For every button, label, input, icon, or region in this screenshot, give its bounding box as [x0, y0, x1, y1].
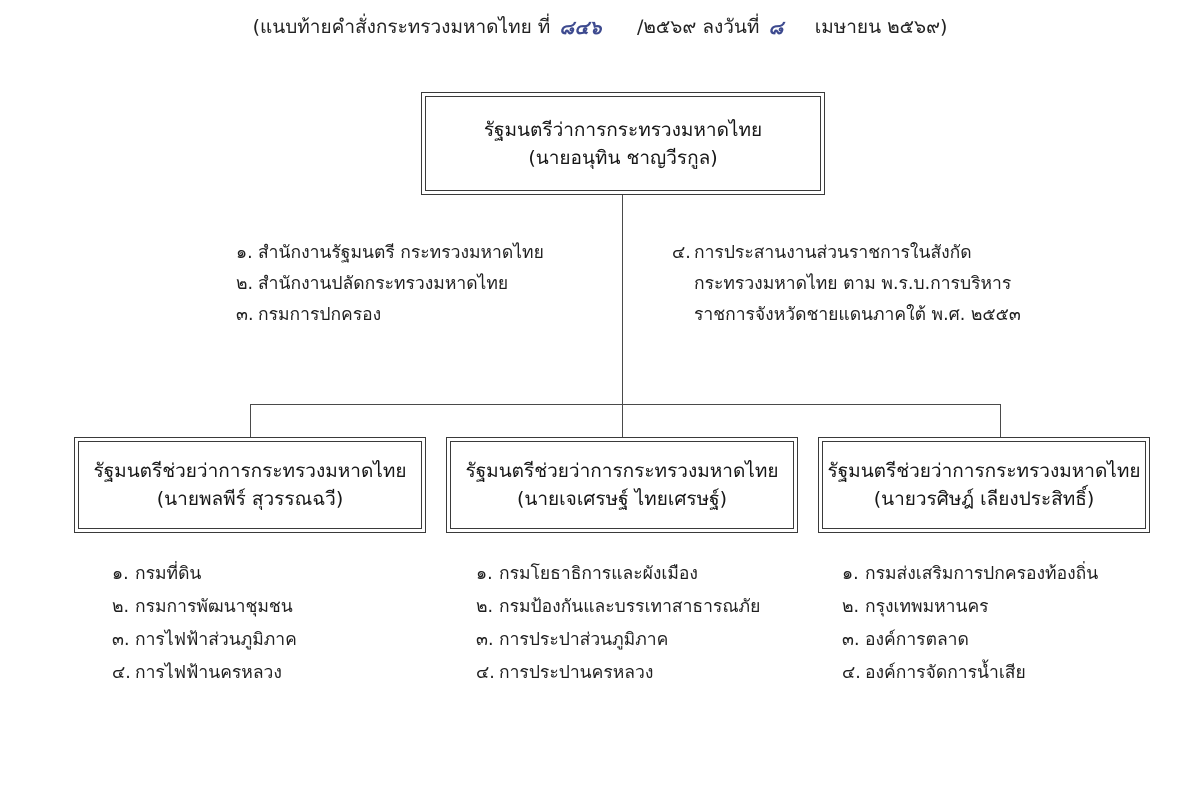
list-item-label: การไฟฟ้านครหลวง: [135, 663, 282, 683]
deputy-3-person: (นายวรศิษฎ์ เลียงประสิทธิ์): [873, 488, 1095, 510]
header-year: ๒๕๖๙): [887, 16, 948, 38]
list-item-label: กรมการปกครอง: [258, 305, 382, 325]
header-prefix: (แนบท้ายคำสั่งกระทรวงมหาดไทย ที่: [252, 16, 551, 38]
list-item-number: ๓.: [842, 630, 860, 650]
deputy-minister-node-3: รัฐมนตรีช่วยว่าการกระทรวงมหาดไทย (นายวรศ…: [818, 437, 1150, 533]
connector-minister-trunk: [622, 195, 623, 405]
list-item-number: ๓.: [236, 305, 254, 325]
list-item-number: ๒.: [112, 597, 130, 617]
connector-drop-deputy-2: [622, 404, 623, 438]
list-item-number: ๑.: [842, 564, 859, 584]
document-header: (แนบท้ายคำสั่งกระทรวงมหาดไทย ที่ ๘๔๖ /๒๕…: [0, 14, 1200, 40]
list-item: ๔.การประสานงานส่วนราชการในสังกัด: [672, 238, 1021, 269]
list-item-label: องค์การจัดการน้ำเสีย: [865, 663, 1026, 683]
department-list-deputy-2: ๑. กรมโยธาธิการและผังเมือง ๒.กรมป้องกันแล…: [476, 558, 760, 690]
deputy-1-person: (นายพลพีร์ สุวรรณฉวี): [156, 488, 344, 510]
deputy-minister-node-2: รัฐมนตรีช่วยว่าการกระทรวงมหาดไทย (นายเจเ…: [446, 437, 798, 533]
list-item-label: กรมส่งเสริมการปกครองท้องถิ่น: [865, 564, 1099, 584]
list-item-label: สำนักงานปลัดกระทรวงมหาดไทย: [258, 274, 509, 294]
list-item-label: สำนักงานรัฐมนตรี กระทรวงมหาดไทย: [258, 243, 544, 263]
list-item: ๑. กรมส่งเสริมการปกครองท้องถิ่น: [842, 558, 1098, 591]
connector-drop-deputy-1: [250, 404, 251, 438]
list-item-number: ๔.: [842, 663, 861, 683]
list-item: ๓.องค์การตลาด: [842, 624, 1098, 657]
list-item-label: กรุงเทพมหานคร: [865, 597, 989, 617]
list-item-label: กรมโยธาธิการและผังเมือง: [499, 564, 698, 584]
list-item-number: ๒.: [476, 597, 494, 617]
department-list-deputy-1: ๑. กรมที่ดิน ๒.กรมการพัฒนาชุมชน ๓.การไฟฟ้…: [112, 558, 297, 690]
header-year-separator: /๒๕๖๙: [637, 16, 697, 38]
list-item-continuation: กระทรวงมหาดไทย ตาม พ.ร.บ.การบริหาร: [694, 274, 1012, 294]
list-item-number: ๒.: [842, 597, 860, 617]
connector-drop-deputy-3: [1000, 404, 1001, 438]
list-item-label: การประปานครหลวง: [499, 663, 654, 683]
list-item-number: ๒.: [236, 274, 254, 294]
list-item-number: ๑.: [476, 564, 493, 584]
deputy-2-title: รัฐมนตรีช่วยว่าการกระทรวงมหาดไทย: [465, 460, 779, 482]
list-item-label: กรมป้องกันและบรรเทาสาธารณภัย: [499, 597, 761, 617]
list-item: ๔.การประปานครหลวง: [476, 657, 760, 690]
list-item: ๔.องค์การจัดการน้ำเสีย: [842, 657, 1098, 690]
list-item-number: ๑.: [236, 243, 253, 263]
deputy-3-title: รัฐมนตรีช่วยว่าการกระทรวงมหาดไทย: [827, 460, 1141, 482]
list-item-label: กรมที่ดิน: [135, 564, 202, 584]
connector-horizontal-bus: [250, 404, 1001, 405]
list-item-number: ๔.: [672, 243, 691, 263]
list-item: ๓.การไฟฟ้าส่วนภูมิภาค: [112, 624, 297, 657]
header-date-label: ลงวันที่: [702, 16, 760, 38]
list-item-number: ๓.: [476, 630, 494, 650]
order-number-handwritten: ๘๔๖: [559, 17, 602, 39]
department-list-deputy-3: ๑. กรมส่งเสริมการปกครองท้องถิ่น ๒.กรุงเทพ…: [842, 558, 1098, 690]
minister-person: (นายอนุทิน ชาญวีรกูล): [528, 146, 718, 169]
list-item: ๔.การไฟฟ้านครหลวง: [112, 657, 297, 690]
list-item-label: การประปาส่วนภูมิภาค: [499, 630, 669, 650]
minister-node: รัฐมนตรีว่าการกระทรวงมหาดไทย (นายอนุทิน …: [421, 92, 825, 195]
list-item-number: ๔.: [476, 663, 495, 683]
day-handwritten: ๘: [768, 17, 784, 39]
header-month: เมษายน: [814, 16, 882, 38]
list-item: ๒.กรุงเทพมหานคร: [842, 591, 1098, 624]
list-item: ๒.กรมป้องกันและบรรเทาสาธารณภัย: [476, 591, 760, 624]
minister-title: รัฐมนตรีว่าการกระทรวงมหาดไทย: [483, 118, 763, 141]
list-item: ๑. กรมที่ดิน: [112, 558, 297, 591]
deputy-minister-node-1: รัฐมนตรีช่วยว่าการกระทรวงมหาดไทย (นายพลพ…: [74, 437, 426, 533]
minister-responsibilities-right: ๔.การประสานงานส่วนราชการในสังกัด กระทรวง…: [672, 238, 1021, 331]
deputy-2-person: (นายเจเศรษฐ์ ไทยเศรษฐ์): [516, 488, 728, 510]
list-item-number: ๓.: [112, 630, 130, 650]
list-item: ๒.กรมการพัฒนาชุมชน: [112, 591, 297, 624]
list-item-label: กรมการพัฒนาชุมชน: [135, 597, 293, 617]
list-item-number: ๑.: [112, 564, 129, 584]
list-item-label: องค์การตลาด: [865, 630, 969, 650]
list-item: ๑. กรมโยธาธิการและผังเมือง: [476, 558, 760, 591]
minister-responsibilities-left: ๑.สำนักงานรัฐมนตรี กระทรวงมหาดไทย ๒.สำนั…: [236, 238, 544, 331]
deputy-1-title: รัฐมนตรีช่วยว่าการกระทรวงมหาดไทย: [93, 460, 407, 482]
list-item-label: การไฟฟ้าส่วนภูมิภาค: [135, 630, 297, 650]
list-item-number: ๔.: [112, 663, 131, 683]
list-item: ๓.กรมการปกครอง: [236, 300, 544, 331]
list-item: ๓.การประปาส่วนภูมิภาค: [476, 624, 760, 657]
list-item: ๒.สำนักงานปลัดกระทรวงมหาดไทย: [236, 269, 544, 300]
list-item: ๑.สำนักงานรัฐมนตรี กระทรวงมหาดไทย: [236, 238, 544, 269]
list-item-label: การประสานงานส่วนราชการในสังกัด: [694, 243, 972, 263]
list-item-continuation: ราชการจังหวัดชายแดนภาคใต้ พ.ศ. ๒๕๕๓: [694, 305, 1021, 325]
